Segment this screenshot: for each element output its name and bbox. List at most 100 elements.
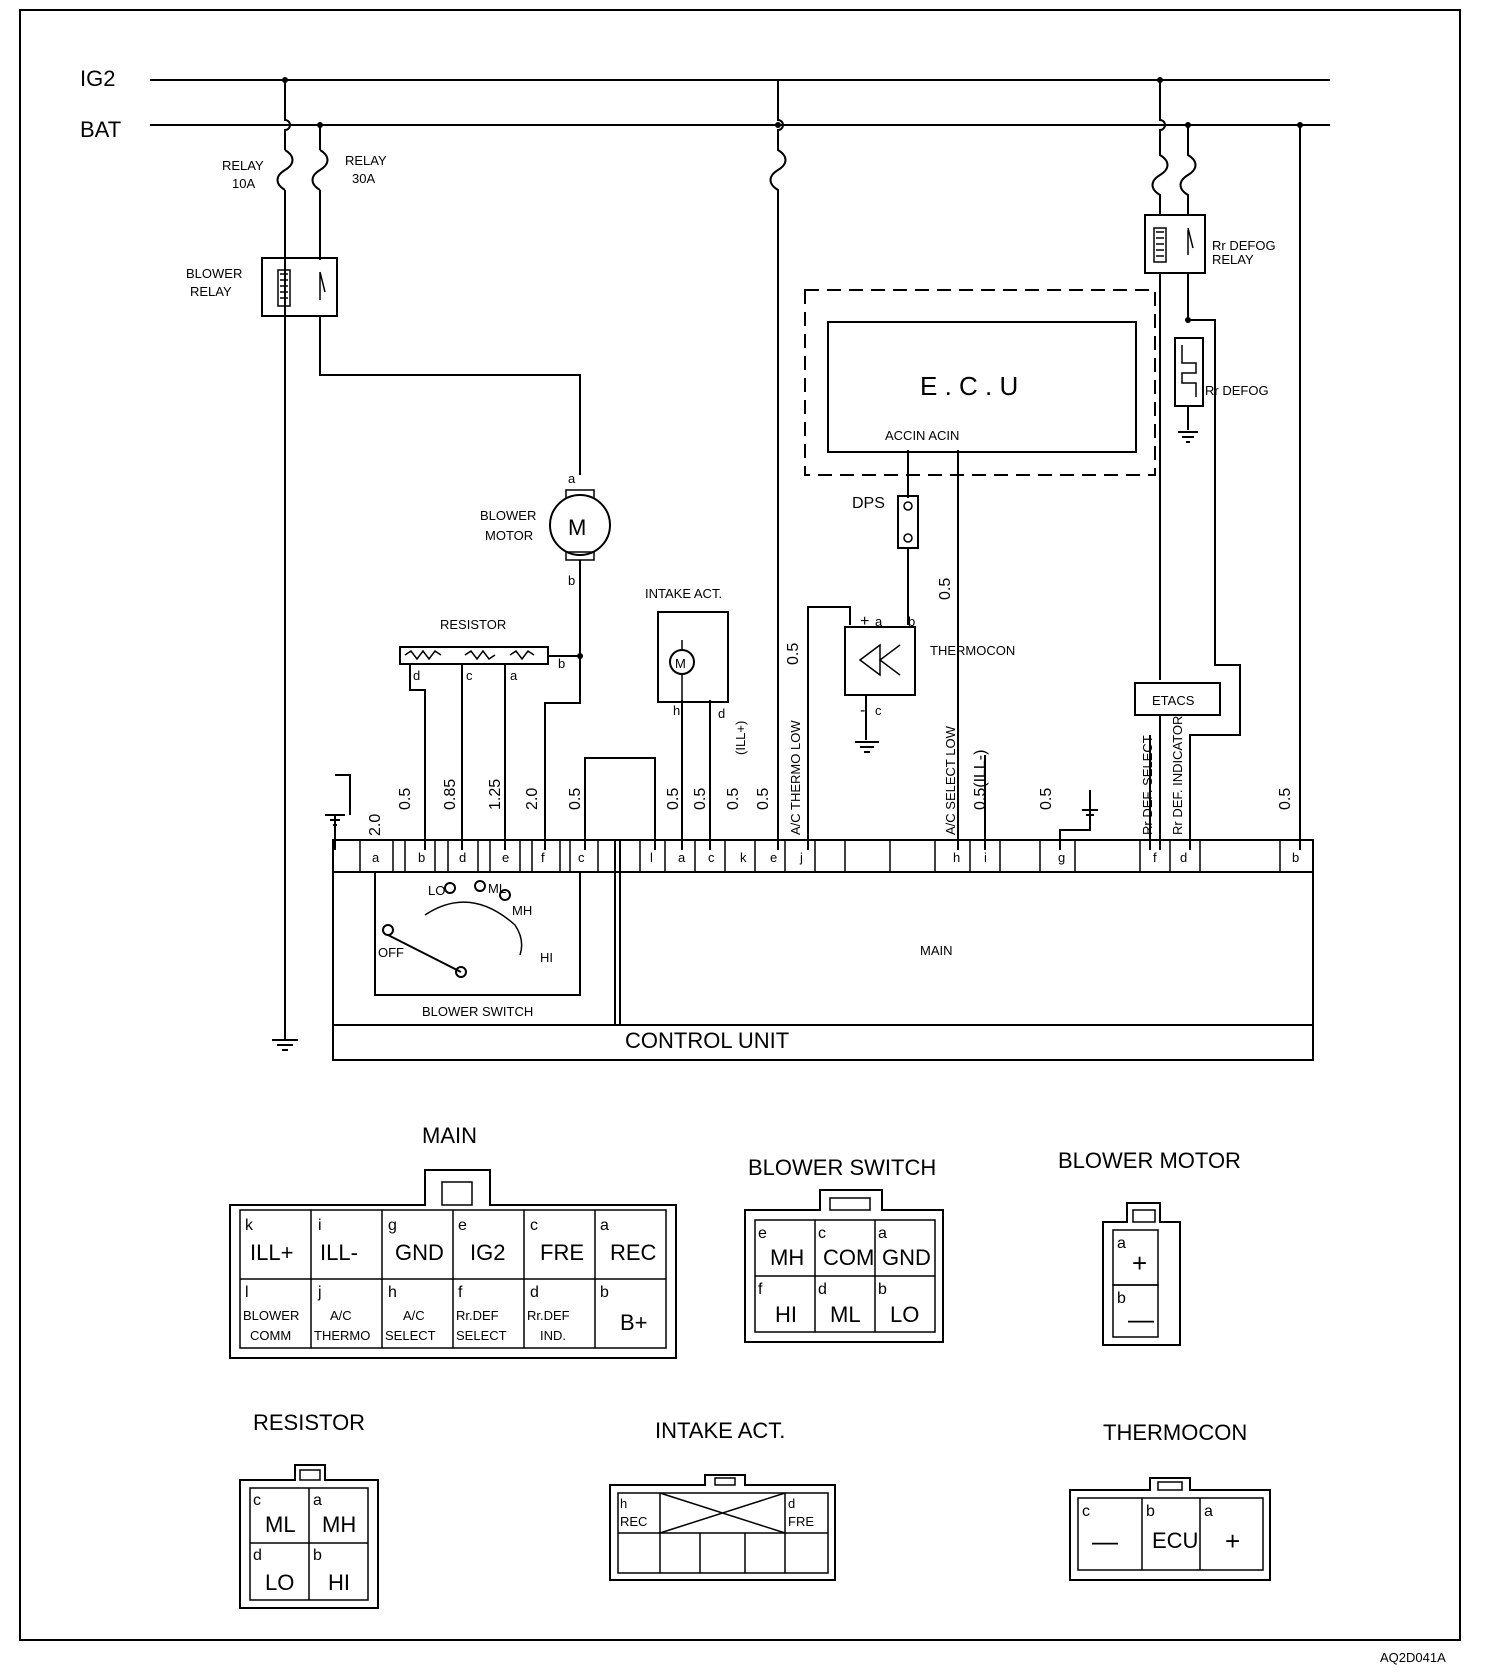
ecu-pins: ACCIN ACIN	[885, 428, 959, 443]
svg-text:LO: LO	[428, 883, 445, 898]
svg-text:ML: ML	[830, 1302, 861, 1327]
svg-text:b: b	[313, 1547, 322, 1564]
ecu: E . C . U ACCIN ACIN DPS	[769, 80, 1156, 850]
svg-text:d: d	[459, 850, 466, 865]
svg-text:b: b	[568, 573, 575, 588]
svg-text:b: b	[1292, 850, 1299, 865]
svg-text:e: e	[502, 850, 509, 865]
svg-text:+: +	[1225, 1526, 1240, 1556]
svg-text:Rr.DEF: Rr.DEF	[527, 1308, 570, 1323]
svg-text:0.5(ILL-): 0.5(ILL-)	[972, 750, 989, 810]
svg-text:b: b	[600, 1284, 609, 1301]
svg-text:—: —	[1128, 1304, 1154, 1334]
svg-text:ML: ML	[265, 1512, 296, 1537]
svg-text:a: a	[510, 668, 518, 683]
intake-actuator: INTAKE ACT. M h d (ILL+)	[645, 586, 748, 850]
svg-text:b: b	[558, 656, 565, 671]
svg-text:b: b	[908, 614, 915, 629]
svg-text:l: l	[245, 1284, 249, 1301]
svg-text:c: c	[818, 1225, 826, 1242]
connector-blower-switch: BLOWER SWITCH e MH c COM a GND f HI d ML…	[744, 1155, 944, 1343]
svg-text:—: —	[1092, 1526, 1118, 1556]
main-label: MAIN	[920, 943, 953, 958]
svg-text:OFF: OFF	[378, 945, 404, 960]
svg-text:j: j	[799, 850, 803, 865]
connector-main: MAIN k ILL+ i ILL- g GND e IG2 c FRE a R…	[229, 1123, 677, 1359]
svg-text:a: a	[678, 850, 686, 865]
connector-thermocon-title: THERMOCON	[1103, 1420, 1247, 1445]
svg-text:FRE: FRE	[540, 1240, 584, 1265]
blower-switch-label: BLOWER SWITCH	[422, 1004, 533, 1019]
svg-text:a: a	[1204, 1503, 1213, 1520]
svg-text:f: f	[1153, 850, 1157, 865]
svg-text:e: e	[458, 1217, 467, 1234]
rr-defog-relay	[1144, 214, 1206, 274]
svg-text:d: d	[1180, 850, 1187, 865]
svg-text:c: c	[578, 850, 585, 865]
svg-text:0.5: 0.5	[665, 788, 682, 810]
svg-text:0.5: 0.5	[1277, 788, 1294, 810]
thermocon: + a b - c THERMOCON	[844, 613, 1015, 753]
connector-blower-motor-title: BLOWER MOTOR	[1058, 1148, 1241, 1173]
svg-text:h: h	[620, 1496, 627, 1511]
svg-text:a: a	[875, 614, 883, 629]
svg-text:k: k	[245, 1217, 254, 1234]
blower-motor-label-1: BLOWER	[480, 508, 536, 523]
svg-text:c: c	[708, 850, 715, 865]
svg-text:0.5: 0.5	[755, 788, 772, 810]
svg-text:c: c	[530, 1217, 538, 1234]
fuse-10a-label-1: RELAY	[222, 158, 264, 173]
svg-text:d: d	[530, 1284, 539, 1301]
blower-relay-label-2: RELAY	[190, 284, 232, 299]
svg-text:a: a	[372, 850, 380, 865]
intake-act-label: INTAKE ACT.	[645, 586, 722, 601]
connector-intake-act-title: INTAKE ACT.	[655, 1418, 785, 1443]
svg-text:l: l	[650, 850, 653, 865]
svg-text:a: a	[568, 471, 576, 486]
svg-text:COMM: COMM	[250, 1328, 291, 1343]
fuse-30a	[311, 149, 329, 191]
svg-text:SELECT: SELECT	[456, 1328, 507, 1343]
diagram-frame	[19, 9, 1461, 1641]
svg-text:d: d	[413, 668, 420, 683]
blower-relay-section: RELAY 10A RELAY 30A BLOWER RELAY	[186, 77, 581, 1051]
svg-text:Rr.DEF: Rr.DEF	[456, 1308, 499, 1323]
svg-text:SELECT: SELECT	[385, 1328, 436, 1343]
svg-text:ECU: ECU	[1152, 1528, 1198, 1553]
svg-text:0.5: 0.5	[785, 643, 802, 665]
connector-intake-act: INTAKE ACT. h REC d FRE	[609, 1418, 836, 1581]
svg-text:(ILL+): (ILL+)	[733, 721, 748, 755]
rr-defog-label: Rr DEFOG	[1205, 383, 1269, 398]
svg-text:j: j	[317, 1284, 322, 1301]
svg-text:f: f	[758, 1281, 763, 1298]
svg-text:a: a	[313, 1492, 322, 1509]
rr-defog-relay-label-1: Rr DEFOG	[1212, 238, 1276, 253]
svg-text:h: h	[953, 850, 960, 865]
svg-text:MH: MH	[770, 1245, 804, 1270]
svg-text:ML: ML	[488, 881, 506, 896]
ecu-title: E . C . U	[920, 371, 1018, 401]
fuse-30a-label-2: 30A	[352, 171, 375, 186]
svg-text:A/C THERMO LOW: A/C THERMO LOW	[788, 720, 803, 835]
svg-text:Rr DEF. INDICATOR: Rr DEF. INDICATOR	[1170, 716, 1185, 835]
svg-text:0.5: 0.5	[692, 788, 709, 810]
figure-code: AQ2D041A	[1380, 1650, 1446, 1665]
svg-text:0.85: 0.85	[442, 779, 459, 810]
svg-text:COM: COM	[823, 1245, 874, 1270]
svg-text:h: h	[673, 703, 680, 718]
control-unit-left-pins: a b d e f c	[359, 840, 599, 872]
svg-text:f: f	[541, 850, 545, 865]
wire-size-labels: 2.0 0.5 0.85 1.25 2.0 0.5 0.5 0.5 0.5 0.…	[325, 578, 1294, 850]
svg-text:HI: HI	[775, 1302, 797, 1327]
svg-text:ILL+: ILL+	[250, 1240, 293, 1265]
connector-blower-motor: BLOWER MOTOR a + b —	[1058, 1148, 1241, 1346]
svg-text:b: b	[1146, 1503, 1155, 1520]
svg-text:-: -	[860, 702, 865, 719]
svg-text:k: k	[740, 850, 747, 865]
blower-relay	[261, 257, 338, 317]
svg-text:2.0: 2.0	[524, 788, 541, 810]
svg-text:1.25: 1.25	[487, 779, 504, 810]
connector-blower-switch-title: BLOWER SWITCH	[748, 1155, 936, 1180]
svg-text:i: i	[318, 1217, 322, 1234]
